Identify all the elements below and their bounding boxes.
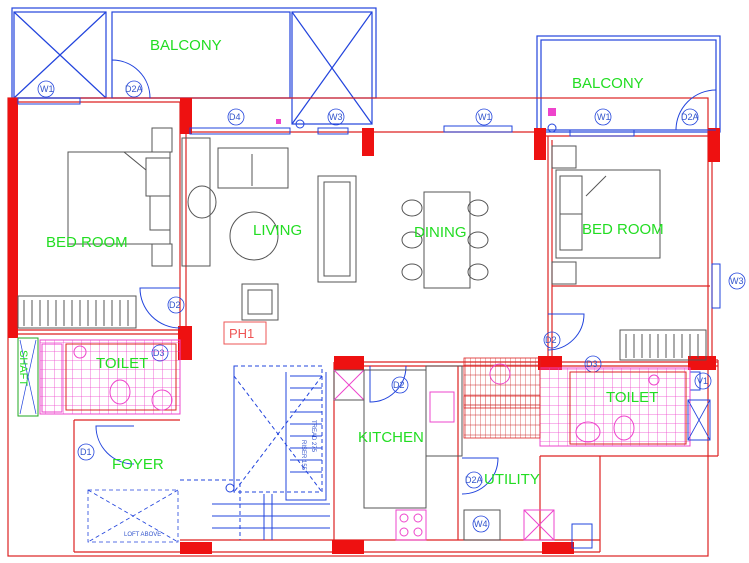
ph1-label: PH1 xyxy=(229,326,254,341)
label-shaft: SHAFT xyxy=(17,350,29,386)
tag-w1-c: W1 xyxy=(597,112,611,122)
label-balcony-right: BALCONY xyxy=(572,75,644,92)
tag-d2-c: D2 xyxy=(393,380,405,390)
tag-d2a-a: D2A xyxy=(125,84,143,94)
shaft xyxy=(17,337,39,417)
tag-w3-b: W3 xyxy=(730,276,744,286)
tag-d2a-c: D2A xyxy=(465,475,483,485)
tag-w1-a: W1 xyxy=(40,84,54,94)
window-tags: W1 W3 W1 W1 W3 W4 xyxy=(37,80,746,533)
tag-d1: D1 xyxy=(80,447,92,457)
label-balcony-left: BALCONY xyxy=(150,37,222,54)
label-bedroom-left: BED ROOM xyxy=(46,234,128,251)
tag-v1-b: V1 xyxy=(697,376,708,386)
label-foyer: FOYER xyxy=(112,456,164,473)
tag-d3-b: D3 xyxy=(586,359,598,369)
toilet-left xyxy=(39,339,181,415)
label-utility: UTILITY xyxy=(484,471,540,488)
tag-d2-a: D2 xyxy=(169,300,181,310)
label-toilet-left: TOILET xyxy=(96,355,148,372)
outer-walls xyxy=(7,97,719,557)
label-bedroom-right: BED ROOM xyxy=(582,221,664,238)
kitchen-floor xyxy=(463,357,541,439)
toilet-right xyxy=(539,367,711,447)
tag-w3-a: W3 xyxy=(329,112,343,122)
kitchen-counters xyxy=(333,365,593,549)
stair-tread-note: TREAD 275 xyxy=(310,420,316,453)
stair-riser-note: RISER 155 xyxy=(300,440,306,471)
tag-w4: W4 xyxy=(474,519,488,529)
label-kitchen: KITCHEN xyxy=(358,429,424,446)
ph1-box xyxy=(223,321,267,345)
staircase xyxy=(180,365,330,540)
label-toilet-right: TOILET xyxy=(606,389,658,406)
label-dining: DINING xyxy=(414,224,467,241)
bed-right xyxy=(551,145,707,361)
loft-note: LOFT ABOVE xyxy=(124,532,161,538)
windows xyxy=(17,97,721,391)
doors xyxy=(95,59,717,495)
balcony-left-outline xyxy=(11,7,377,125)
tag-d2-b: D2 xyxy=(545,335,557,345)
tag-d4: D4 xyxy=(229,112,241,122)
door-tags: D2A D2A D4 D2 D2 D2 D3 D3 D1 D2A V1 xyxy=(77,80,712,489)
foyer-loft xyxy=(87,489,179,543)
dining-set xyxy=(401,191,489,289)
label-living: LIVING xyxy=(253,222,302,239)
living-furniture xyxy=(181,137,357,321)
wall-columns xyxy=(8,98,720,554)
tag-w1-b: W1 xyxy=(478,112,492,122)
tag-d2a-b: D2A xyxy=(681,112,699,122)
bed-left xyxy=(17,127,173,329)
utility-fixtures xyxy=(276,108,557,133)
